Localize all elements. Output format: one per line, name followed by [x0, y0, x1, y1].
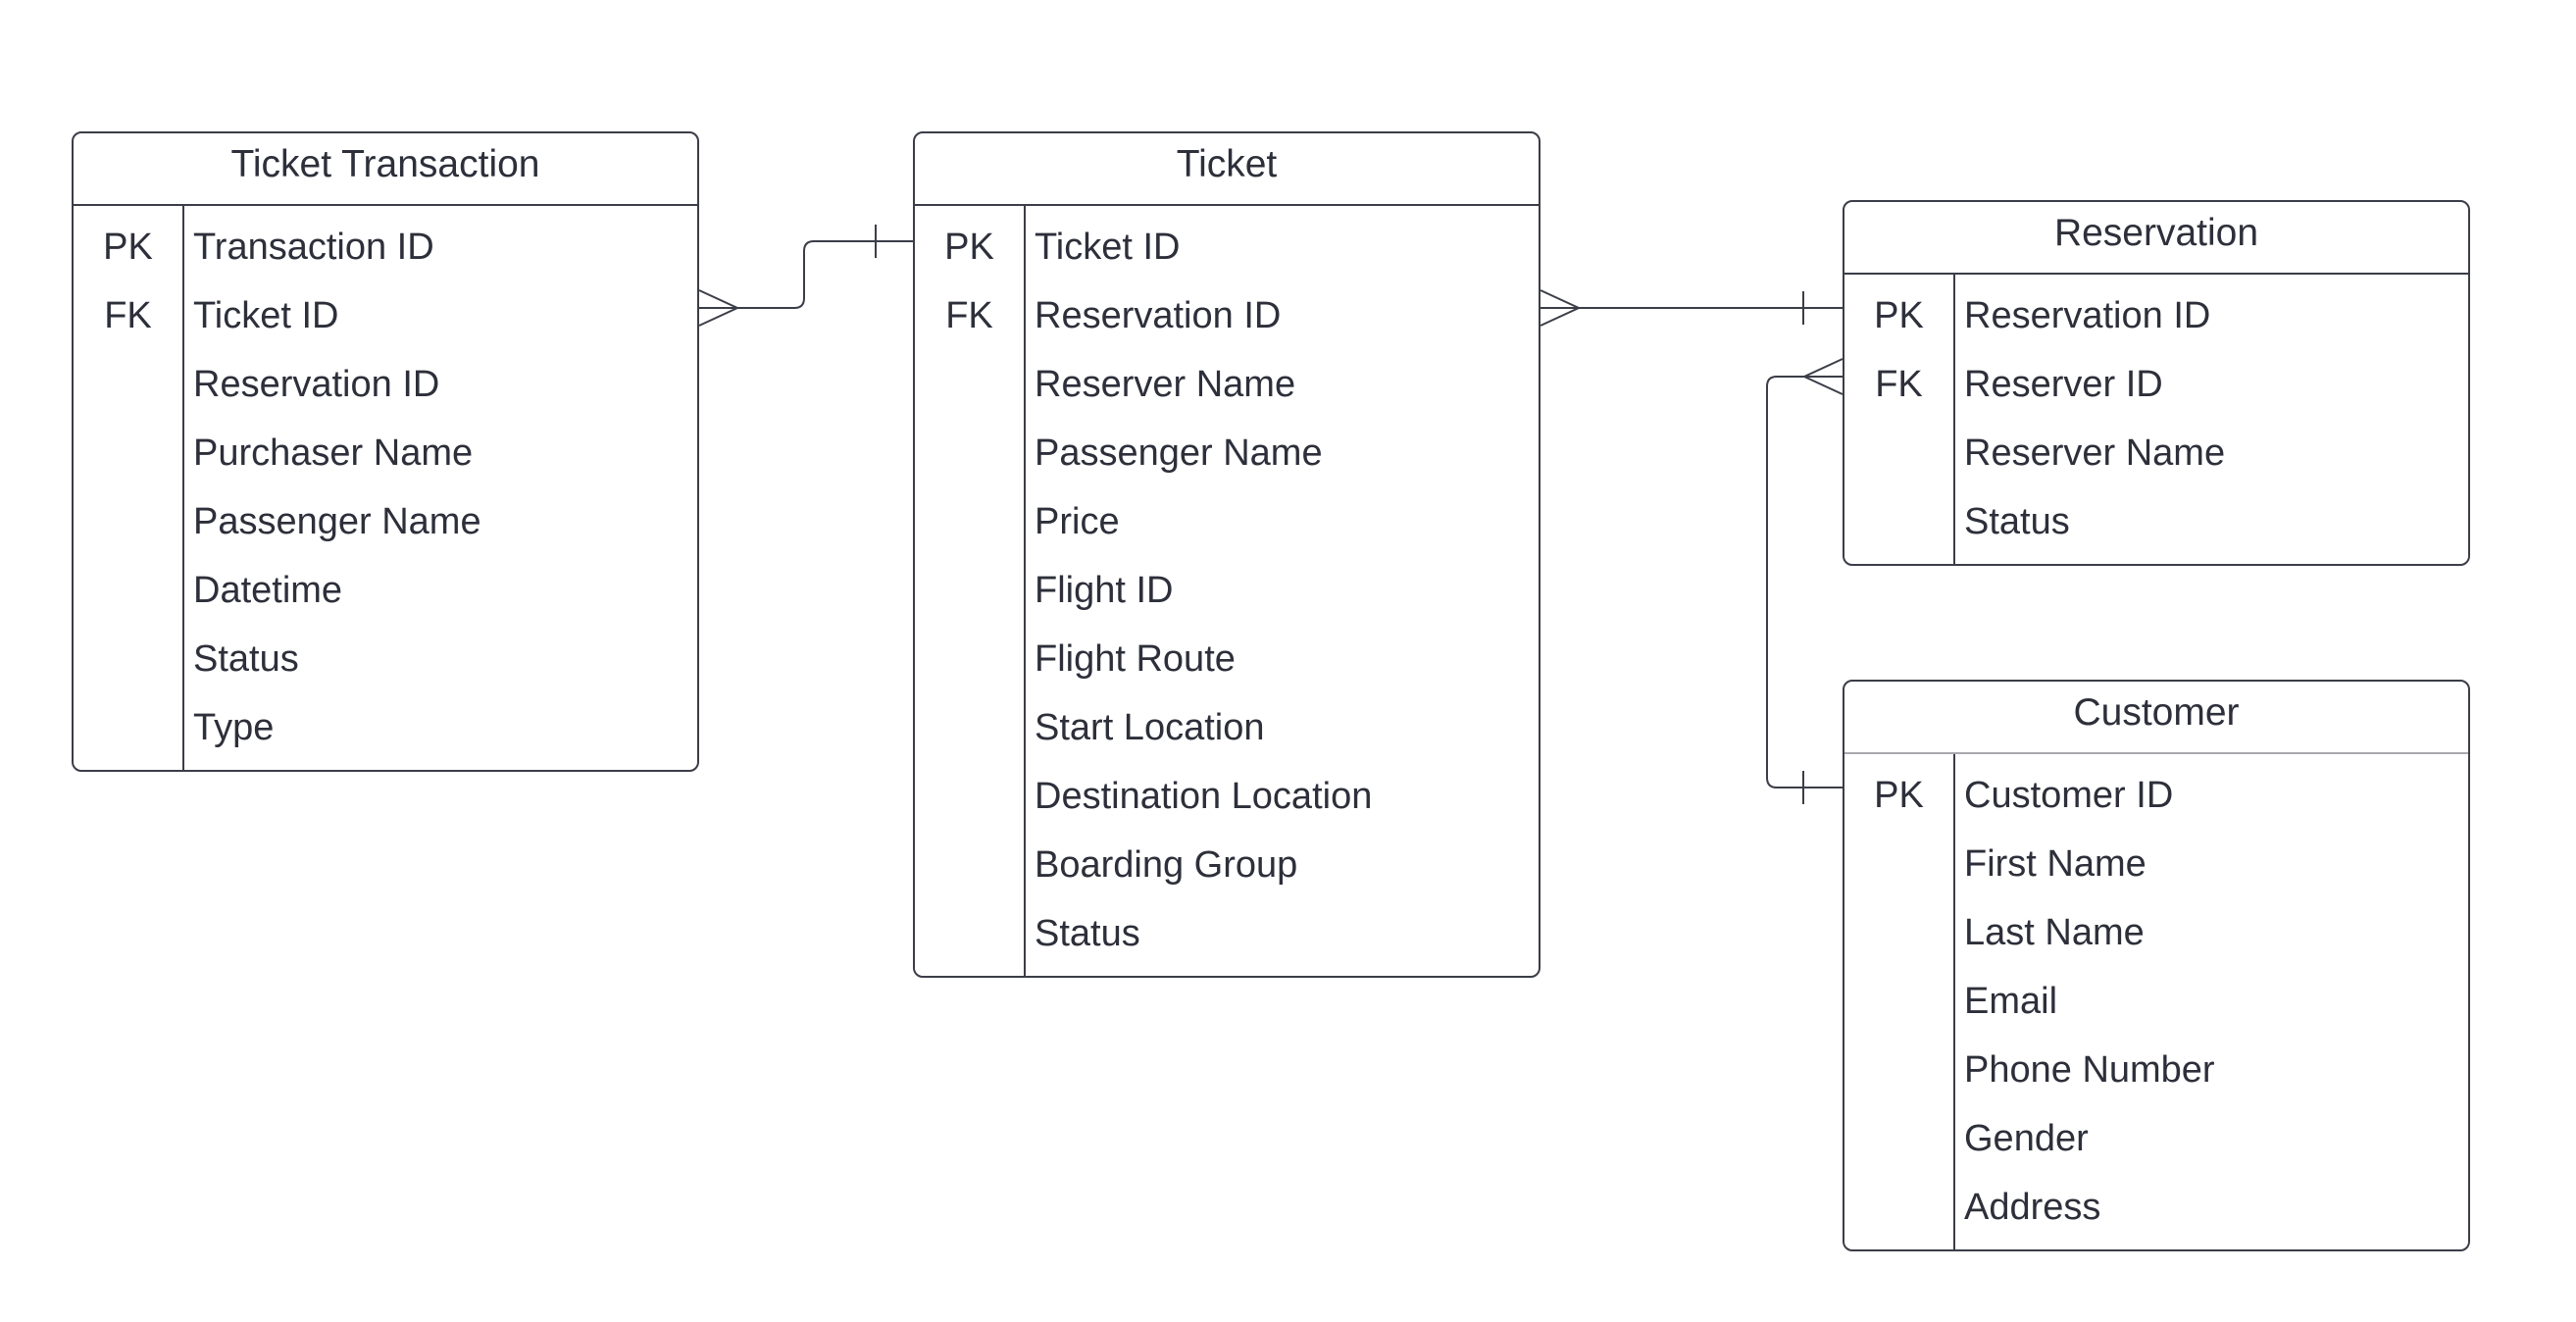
attribute-name: Reservation ID	[1964, 294, 2211, 336]
entity-reservation[interactable]: Reservation PK Reservation ID FK Reserver …	[1843, 200, 2470, 566]
attribute-row[interactable]: FK Reserver ID	[1844, 350, 2468, 419]
attribute-row[interactable]: Reserver Name	[1844, 419, 2468, 487]
attribute-row[interactable]: Destination Location	[915, 762, 1539, 831]
entity-title: Customer	[1844, 682, 2468, 754]
relationship-line	[699, 240, 913, 309]
attribute-row[interactable]: Flight Route	[915, 625, 1539, 693]
attribute-name: Transaction ID	[193, 226, 434, 268]
attribute-name: Last Name	[1964, 911, 2145, 953]
attribute-row[interactable]: Datetime	[74, 556, 697, 625]
attribute-name: Passenger Name	[1035, 432, 1323, 474]
attribute-row[interactable]: PK Transaction ID	[74, 213, 697, 281]
attribute-name: Phone Number	[1964, 1048, 2215, 1091]
attribute-name: Gender	[1964, 1117, 2089, 1159]
attribute-row[interactable]: FK Reservation ID	[915, 281, 1539, 350]
attribute-row[interactable]: Boarding Group	[915, 831, 1539, 899]
attribute-name: Passenger Name	[193, 500, 481, 542]
attribute-row[interactable]: Type	[74, 693, 697, 762]
attribute-name: Flight Route	[1035, 637, 1236, 680]
attribute-name: Type	[193, 706, 275, 748]
attribute-name: Reservation ID	[1035, 294, 1282, 336]
attribute-name: Reserver ID	[1964, 363, 2163, 405]
attribute-row[interactable]: Start Location	[915, 693, 1539, 762]
key-badge: PK	[1874, 294, 1924, 336]
attribute-row[interactable]: Status	[74, 625, 697, 693]
attribute-name: Destination Location	[1035, 775, 1373, 817]
attribute-name: Status	[1035, 912, 1140, 954]
attribute-name: Reservation ID	[193, 363, 440, 405]
attribute-row[interactable]: Address	[1844, 1173, 2468, 1242]
attribute-row[interactable]: Passenger Name	[74, 487, 697, 556]
crows-foot-many-icon	[698, 289, 740, 327]
relationship-reservation-customer[interactable]	[1766, 358, 1844, 804]
entity-title: Ticket	[915, 133, 1539, 206]
attribute-name: Address	[1964, 1186, 2101, 1228]
attribute-row[interactable]: Status	[915, 899, 1539, 968]
entity-title: Reservation	[1844, 202, 2468, 275]
key-badge: FK	[104, 294, 152, 336]
entity-attributes: PK Transaction ID FK Ticket ID Reservation…	[74, 206, 697, 770]
attribute-row[interactable]: FK Ticket ID	[74, 281, 697, 350]
attribute-row[interactable]: Reserver Name	[915, 350, 1539, 419]
attribute-row[interactable]: PK Reservation ID	[1844, 281, 2468, 350]
attribute-row[interactable]: Last Name	[1844, 898, 2468, 967]
attribute-name: Status	[1964, 500, 2070, 542]
attribute-row[interactable]: Reservation ID	[74, 350, 697, 419]
entity-ticket-transaction[interactable]: Ticket Transaction PK Transaction ID FK Ti…	[72, 131, 699, 772]
attribute-name: Boarding Group	[1035, 843, 1298, 886]
key-badge: FK	[1875, 363, 1923, 405]
entity-title: Ticket Transaction	[74, 133, 697, 206]
attribute-row[interactable]: Gender	[1844, 1104, 2468, 1173]
attribute-row[interactable]: Flight ID	[915, 556, 1539, 625]
key-badge: PK	[1874, 774, 1924, 816]
attribute-name: Customer ID	[1964, 774, 2174, 816]
attribute-name: Start Location	[1035, 706, 1265, 748]
attribute-name: Email	[1964, 980, 2058, 1022]
attribute-name: Status	[193, 637, 299, 680]
relationship-ticket-reservation[interactable]	[1540, 289, 1843, 327]
key-badge: PK	[103, 226, 153, 268]
attribute-row[interactable]: Passenger Name	[915, 419, 1539, 487]
attribute-name: Reserver Name	[1964, 432, 2226, 474]
crows-foot-many-icon	[1801, 358, 1844, 395]
attribute-row[interactable]: Status	[1844, 487, 2468, 556]
entity-attributes: PK Customer ID First Name Last Name Email…	[1844, 754, 2468, 1249]
attribute-row[interactable]: Phone Number	[1844, 1036, 2468, 1104]
attribute-name: Ticket ID	[193, 294, 339, 336]
relationship-transaction-ticket[interactable]	[698, 225, 913, 327]
attribute-row[interactable]: First Name	[1844, 830, 2468, 898]
attribute-row[interactable]: Purchaser Name	[74, 419, 697, 487]
crows-foot-many-icon	[1540, 289, 1582, 327]
attribute-name: Reserver Name	[1035, 363, 1296, 405]
attribute-row[interactable]: Email	[1844, 967, 2468, 1036]
attribute-name: Purchaser Name	[193, 432, 474, 474]
attribute-name: Price	[1035, 500, 1120, 542]
entity-attributes: PK Ticket ID FK Reservation ID Reserver Na…	[915, 206, 1539, 976]
attribute-row[interactable]: PK Ticket ID	[915, 213, 1539, 281]
entity-customer[interactable]: Customer PK Customer ID First Name Last N…	[1843, 680, 2470, 1251]
key-badge: FK	[945, 294, 993, 336]
entity-ticket[interactable]: Ticket PK Ticket ID FK Reservation ID Rese…	[913, 131, 1541, 978]
attribute-name: Flight ID	[1035, 569, 1174, 611]
key-badge: PK	[944, 226, 994, 268]
entity-attributes: PK Reservation ID FK Reserver ID Reserver …	[1844, 275, 2468, 564]
relationship-line	[1766, 376, 1843, 788]
attribute-name: Ticket ID	[1035, 226, 1181, 268]
attribute-row[interactable]: PK Customer ID	[1844, 761, 2468, 830]
attribute-name: First Name	[1964, 842, 2147, 885]
attribute-name: Datetime	[193, 569, 343, 611]
attribute-row[interactable]: Price	[915, 487, 1539, 556]
